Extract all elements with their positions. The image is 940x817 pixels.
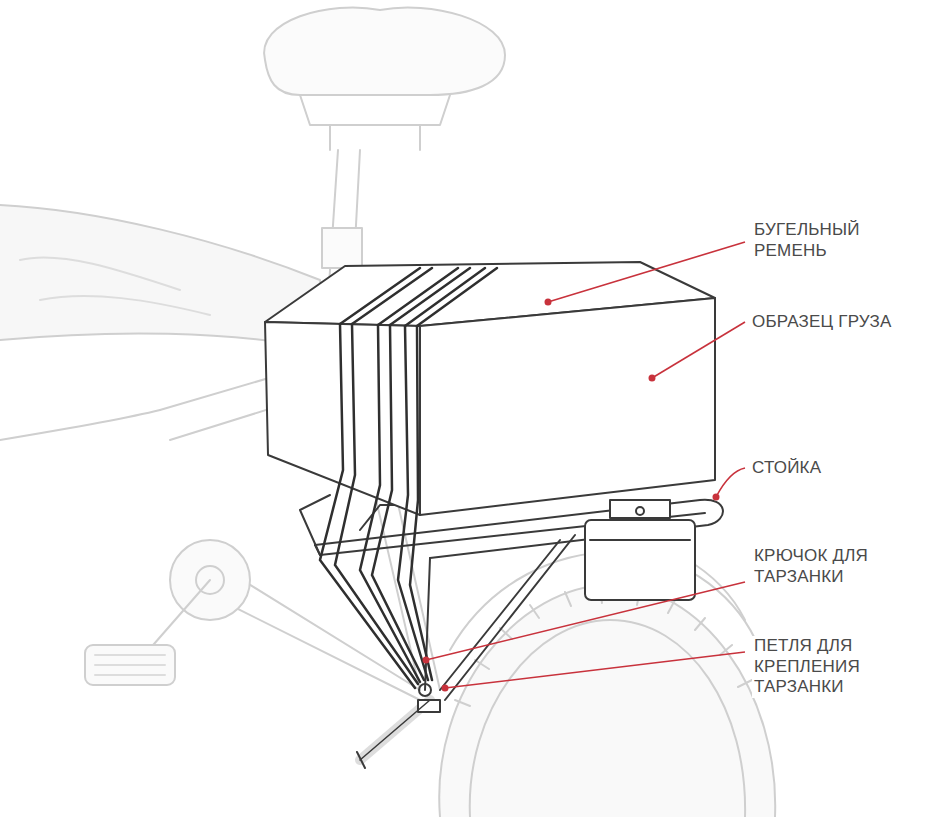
bungee-straps-part [398,326,428,680]
leader-lines-part [426,582,745,660]
bike-frame-part [455,588,752,706]
bike-frame-part [0,410,160,440]
callout-label: СТОЙКА [750,458,934,479]
rack-part [419,684,431,696]
rack-part [357,752,365,768]
cargo-box [265,262,715,515]
bike-frame-part [439,585,775,817]
bike-frame-part [470,620,745,817]
leader-dots-part [442,685,449,692]
leader-dots-part [713,494,720,501]
bungee-straps-part [405,268,497,326]
rack [300,495,723,768]
bike-frame-part [330,125,420,150]
leader-dots-part [423,657,430,664]
bike-frame-part [300,95,450,125]
bike-frame [0,7,775,817]
bike-frame-part [264,7,505,95]
rack-part [636,507,644,515]
bike-frame-part [85,645,175,685]
leader-lines-part [445,652,745,688]
callout-label: ПЕТЛЯ ДЛЯ КРЕПЛЕНИЯ ТАРЗАНКИ [752,636,871,698]
bike-frame-part [360,700,430,760]
leader-lines [426,242,745,688]
callout-label: БУГЕЛЬНЫЙ РЕМЕНЬ [752,220,881,261]
bike-frame-part [20,257,210,315]
rack-part [610,500,670,518]
rack-part [590,539,690,541]
leader-dots-part [545,299,552,306]
leader-lines-part [716,468,745,497]
bike-frame-part [95,655,165,675]
rack-part [585,520,695,600]
bungee-straps [320,268,497,688]
leader-dots-part [649,375,656,382]
bike-frame-part [322,228,362,268]
rack-part [360,700,430,760]
rack-part [300,495,330,555]
callout-label: КРЮЧОК ДЛЯ ТАРЗАНКИ [752,546,881,587]
leader-lines-part [652,322,745,378]
cargo-box-part [420,298,715,515]
leader-lines-part [548,242,745,302]
bungee-straps-part [410,326,432,680]
callout-label: ОБРАЗЕЦ ГРУЗА [750,312,934,333]
leader-dots [423,299,720,692]
